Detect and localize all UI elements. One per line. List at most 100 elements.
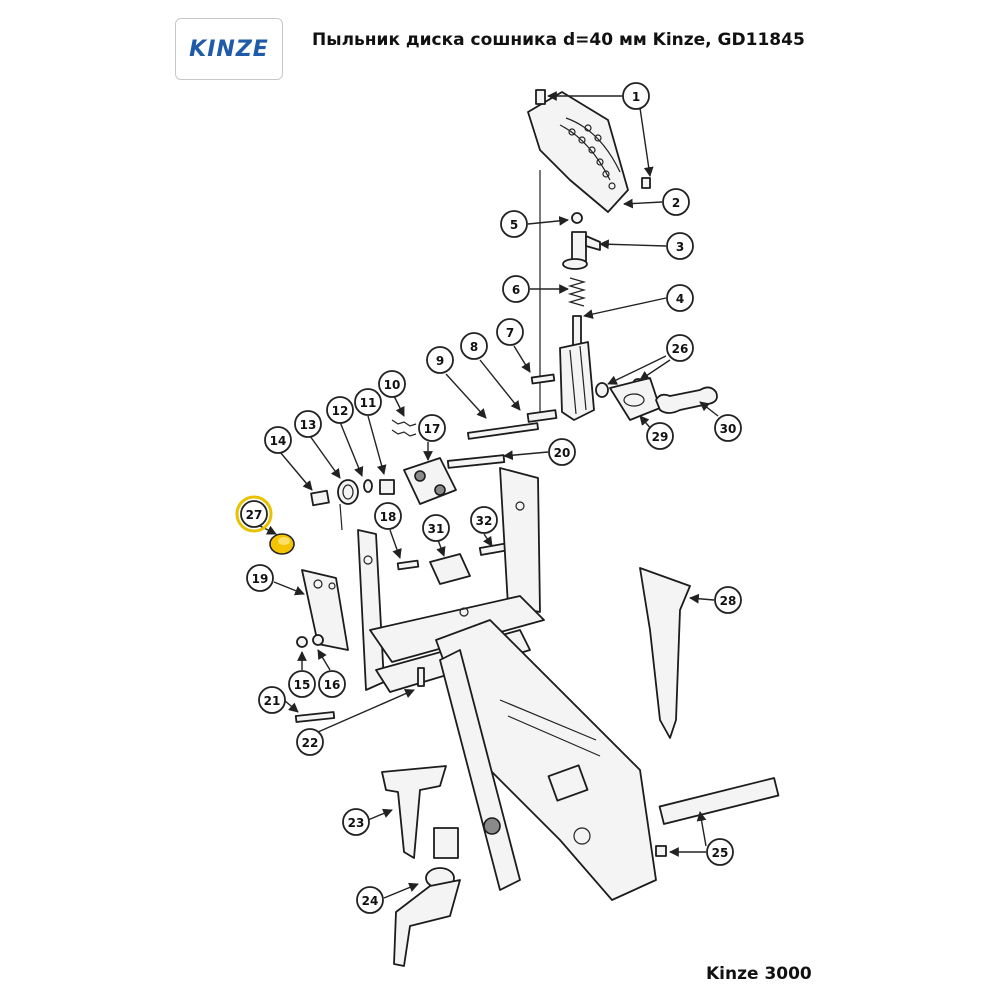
bolt-21: [294, 711, 336, 723]
page-title: Пыльник диска сошника d=40 мм Kinze, GD1…: [312, 30, 805, 50]
scraper-23: [381, 765, 447, 859]
pin-25: [655, 777, 780, 857]
pin-8: [526, 409, 558, 423]
callout-label: 21: [264, 694, 281, 708]
callout-circle: [714, 586, 742, 614]
callout-20[interactable]: 20: [548, 438, 576, 466]
callout-27[interactable]: 27: [240, 500, 268, 528]
callout-16[interactable]: 16: [318, 670, 346, 698]
callout-circle: [426, 346, 454, 374]
callout-circle: [356, 886, 384, 914]
callout-6[interactable]: 6: [502, 275, 530, 303]
pin-7: [530, 373, 556, 385]
callout-circle: [422, 514, 450, 542]
callout-label: 17: [424, 422, 441, 436]
callout-9[interactable]: 9: [426, 346, 454, 374]
callout-circle: [374, 502, 402, 530]
callout-32[interactable]: 32: [470, 506, 498, 534]
callout-21[interactable]: 21: [258, 686, 286, 714]
kinze-logo: KINZE: [175, 18, 283, 80]
callout-29[interactable]: 29: [646, 422, 674, 450]
callout-1[interactable]: 1: [622, 82, 650, 110]
model-label: Kinze 3000: [706, 964, 812, 984]
callout-label: 6: [512, 283, 520, 297]
callout-circle: [496, 318, 524, 346]
callout-circle: [354, 388, 382, 416]
set-screw: [641, 177, 651, 189]
callout-14[interactable]: 14: [264, 426, 292, 454]
callout-2[interactable]: 2: [662, 188, 690, 216]
callout-label: 30: [720, 422, 737, 436]
callout-8[interactable]: 8: [460, 332, 488, 360]
callout-30[interactable]: 30: [714, 414, 742, 442]
callout-label: 5: [510, 218, 518, 232]
callout-24[interactable]: 24: [356, 886, 384, 914]
callout-circle: [246, 564, 274, 592]
callout-26[interactable]: 26: [666, 334, 694, 362]
callout-label: 19: [252, 572, 269, 586]
link-30: [655, 386, 718, 414]
callout-25[interactable]: 25: [706, 838, 734, 866]
callout-circle: [714, 414, 742, 442]
chain-10: [391, 419, 417, 437]
callout-23[interactable]: 23: [342, 808, 370, 836]
bolt-top: [535, 89, 546, 105]
plate-19: [301, 569, 349, 651]
callout-label: 15: [294, 678, 311, 692]
callout-28[interactable]: 28: [714, 586, 742, 614]
callout-label: 28: [720, 594, 737, 608]
callout-3[interactable]: 3: [666, 232, 694, 260]
callout-label: 24: [362, 894, 379, 908]
callout-label: 22: [302, 736, 319, 750]
callout-label: 4: [676, 292, 684, 306]
spring-13: [337, 479, 359, 531]
callout-circle: [666, 232, 694, 260]
callout-circle: [318, 670, 346, 698]
callout-label: 13: [300, 418, 317, 432]
leader-lines: [259, 91, 719, 899]
callout-circle: [666, 334, 694, 362]
seed-tube-28: [639, 567, 691, 739]
callout-22[interactable]: 22: [296, 728, 324, 756]
callout-13[interactable]: 13: [294, 410, 322, 438]
callout-label: 1: [632, 90, 640, 104]
callout-10[interactable]: 10: [378, 370, 406, 398]
callout-circle: [418, 414, 446, 442]
bracket-29: [609, 377, 661, 421]
callout-19[interactable]: 19: [246, 564, 274, 592]
callout-circle: [258, 686, 286, 714]
callout-label: 3: [676, 240, 684, 254]
callout-label: 2: [672, 196, 680, 210]
callout-circle: [342, 808, 370, 836]
roller-17: [403, 457, 457, 505]
callout-circle: [666, 284, 694, 312]
callout-15[interactable]: 15: [288, 670, 316, 698]
callout-label: 26: [672, 342, 689, 356]
callout-18[interactable]: 18: [374, 502, 402, 530]
callout-label: 12: [332, 404, 349, 418]
main-arm: [435, 619, 657, 901]
callout-circle: [294, 410, 322, 438]
callout-label: 31: [428, 522, 445, 536]
callout-circle: [240, 500, 268, 528]
callout-label: 7: [506, 326, 514, 340]
callout-7[interactable]: 7: [496, 318, 524, 346]
washer-16: [312, 634, 324, 646]
callout-12[interactable]: 12: [326, 396, 354, 424]
callout-11[interactable]: 11: [354, 388, 382, 416]
callout-label: 14: [270, 434, 287, 448]
callout-31[interactable]: 31: [422, 514, 450, 542]
nut-15: [296, 636, 308, 648]
callout-17[interactable]: 17: [418, 414, 446, 442]
callout-circle: [662, 188, 690, 216]
callout-circle: [622, 82, 650, 110]
callout-4[interactable]: 4: [666, 284, 694, 312]
dust-cap-27: [269, 533, 295, 555]
callout-label: 23: [348, 816, 365, 830]
callout-5[interactable]: 5: [500, 210, 528, 238]
callout-label: 29: [652, 430, 669, 444]
callout-circle: [548, 438, 576, 466]
bolt-22: [417, 667, 425, 687]
bushing-14: [310, 489, 330, 507]
arm-24: [393, 827, 461, 967]
